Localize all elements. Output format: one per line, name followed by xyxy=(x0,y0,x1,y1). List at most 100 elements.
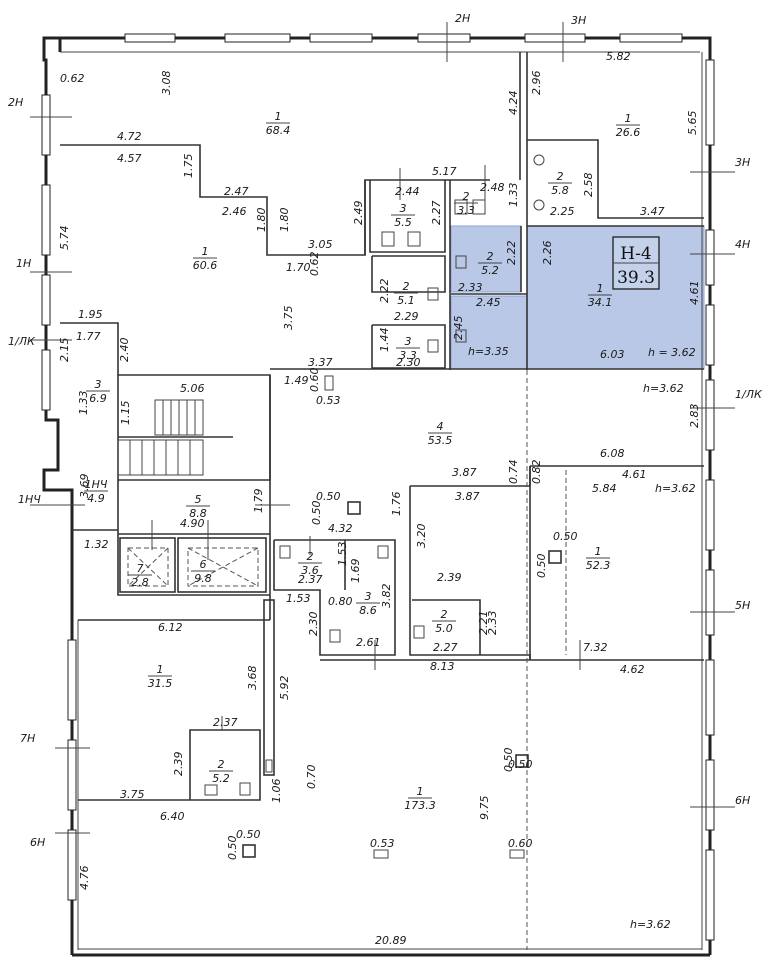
dimension-label: 2.44 xyxy=(395,185,420,198)
dimension-label: 20.89 xyxy=(375,934,407,947)
dimension-label: 5.65 xyxy=(686,111,699,136)
dimension-label: 0.53 xyxy=(370,837,395,850)
dimension-label: 9.75 xyxy=(478,796,491,821)
height-label: h=3.35 xyxy=(468,345,509,358)
dimension-label: 7.32 xyxy=(583,641,608,654)
dimension-label: 0.50 xyxy=(553,530,578,543)
dimension-label: 3.87 xyxy=(455,490,480,503)
dimension-label: 0.50 xyxy=(508,758,533,771)
dimension-label: 6.03 xyxy=(600,348,625,361)
room-area: 3.3 xyxy=(399,349,417,362)
dimension-label: 1.33 xyxy=(77,391,90,416)
dimension-label: 0.50 xyxy=(226,836,239,861)
axis-label: 6Н xyxy=(30,836,45,849)
room-number: 2 xyxy=(463,190,470,203)
dimension-label: 1.75 xyxy=(182,154,195,179)
dimension-label: 2.39 xyxy=(437,571,462,584)
dimension-label: 2.45 xyxy=(476,296,501,309)
dimension-label: 5.06 xyxy=(180,382,205,395)
dimension-label: 6.40 xyxy=(160,810,185,823)
dimension-label: 2.96 xyxy=(530,71,543,96)
dimension-label: 6.08 xyxy=(600,447,625,460)
room-area: 5.0 xyxy=(435,622,453,635)
room-area: 6.9 xyxy=(89,392,107,405)
dimension-label: 2.21 xyxy=(477,611,490,636)
dimension-label: 0.50 xyxy=(502,748,515,773)
dimension-label: 2.27 xyxy=(433,641,458,654)
room-area: 2.8 xyxy=(131,576,149,589)
room-area: 52.3 xyxy=(586,559,611,572)
axis-ticks xyxy=(30,22,735,834)
dimension-label: 0.74 xyxy=(507,460,520,485)
dimension-label: 2.37 xyxy=(213,716,238,729)
room-area: 53.5 xyxy=(428,434,453,447)
axis-label: 1НЧ xyxy=(18,493,41,506)
dimension-label: 5.92 xyxy=(278,676,291,701)
dimension-label: 3.82 xyxy=(380,584,393,609)
dimension-label: 3.20 xyxy=(415,524,428,549)
dimension-label: 0.50 xyxy=(310,501,323,526)
room-area: 173.3 xyxy=(404,799,436,812)
dimension-label: 1.76 xyxy=(390,492,403,517)
dimension-label: 4.90 xyxy=(180,517,205,530)
room-number: 2 xyxy=(557,170,564,183)
axis-label: 4Н xyxy=(735,238,750,251)
unit-label[interactable]: Н-4 39.3 xyxy=(612,236,660,290)
dimension-label: 0.82 xyxy=(530,460,543,485)
leader-lines xyxy=(151,165,581,730)
dimension-label: 1.95 xyxy=(78,308,103,321)
dimension-label: 3.69 xyxy=(78,474,91,499)
room-labels: 168.4126.625.835.523.3160.625.2134.125.1… xyxy=(84,110,640,812)
dimension-label: 3.08 xyxy=(160,71,173,96)
dimension-label: 0.60 xyxy=(308,368,321,393)
dimension-label: 1.79 xyxy=(252,489,265,514)
axis-labels: 2Н 3Н 2Н 3Н 4Н 1Н 1/ЛК 1/ЛК 1НЧ 5Н 7Н 6Н… xyxy=(8,12,763,849)
dimension-label: 1.44 xyxy=(378,328,391,353)
stairs xyxy=(117,399,233,476)
columns xyxy=(242,375,562,859)
fixtures xyxy=(204,154,545,796)
dimension-label: 4.61 xyxy=(688,281,701,306)
highlight-area-left-lower[interactable] xyxy=(450,295,528,370)
dimension-label: 1.70 xyxy=(286,261,311,274)
room-area: 26.6 xyxy=(616,126,641,139)
room-area: 31.5 xyxy=(148,677,173,690)
room-number: 1 xyxy=(417,785,424,798)
dimension-label: 4.62 xyxy=(620,663,645,676)
dimension-label: 8.13 xyxy=(430,660,455,673)
room-number: 3 xyxy=(400,202,407,215)
dimension-label: 2.47 xyxy=(224,185,249,198)
dimension-label: 1.06 xyxy=(270,779,283,804)
dimension-label: 4.24 xyxy=(507,91,520,116)
dimension-label: 2.30 xyxy=(307,612,320,637)
highlight-area-left-upper[interactable] xyxy=(450,225,522,293)
dimension-label: 2.49 xyxy=(352,201,365,226)
dimension-label: 6.12 xyxy=(158,621,183,634)
dimension-label: 2.33 xyxy=(458,281,483,294)
height-label: h=3.62 xyxy=(630,918,671,931)
axis-label: 1/ЛК xyxy=(735,388,763,401)
dimension-label: 2.58 xyxy=(582,173,595,198)
room-number: 6 xyxy=(200,558,207,571)
dimension-label: 4.57 xyxy=(117,152,142,165)
room-area: 8.6 xyxy=(359,604,377,617)
axis-label: 3Н xyxy=(735,156,750,169)
dimension-label: 3.68 xyxy=(246,666,259,691)
dimension-label: 3.37 xyxy=(308,356,333,369)
outer-walls xyxy=(42,36,712,957)
dimension-label: 5.74 xyxy=(58,226,71,251)
dimension-label: 2.83 xyxy=(688,404,701,429)
dimension-label: 0.62 xyxy=(308,252,321,277)
dimension-label: 0.50 xyxy=(316,490,341,503)
room-area: 4.9 xyxy=(87,492,105,505)
dimension-label: 4.32 xyxy=(328,522,353,535)
room-number: 5 xyxy=(195,493,202,506)
dimension-label: 2.37 xyxy=(298,573,323,586)
axis-label: 6Н xyxy=(735,794,750,807)
dashed-lines xyxy=(127,370,567,950)
room-number: 1 xyxy=(157,663,164,676)
dimension-label: 0.80 xyxy=(328,595,353,608)
room-number: 1 xyxy=(597,282,604,295)
dimension-label: 2.61 xyxy=(356,636,381,649)
